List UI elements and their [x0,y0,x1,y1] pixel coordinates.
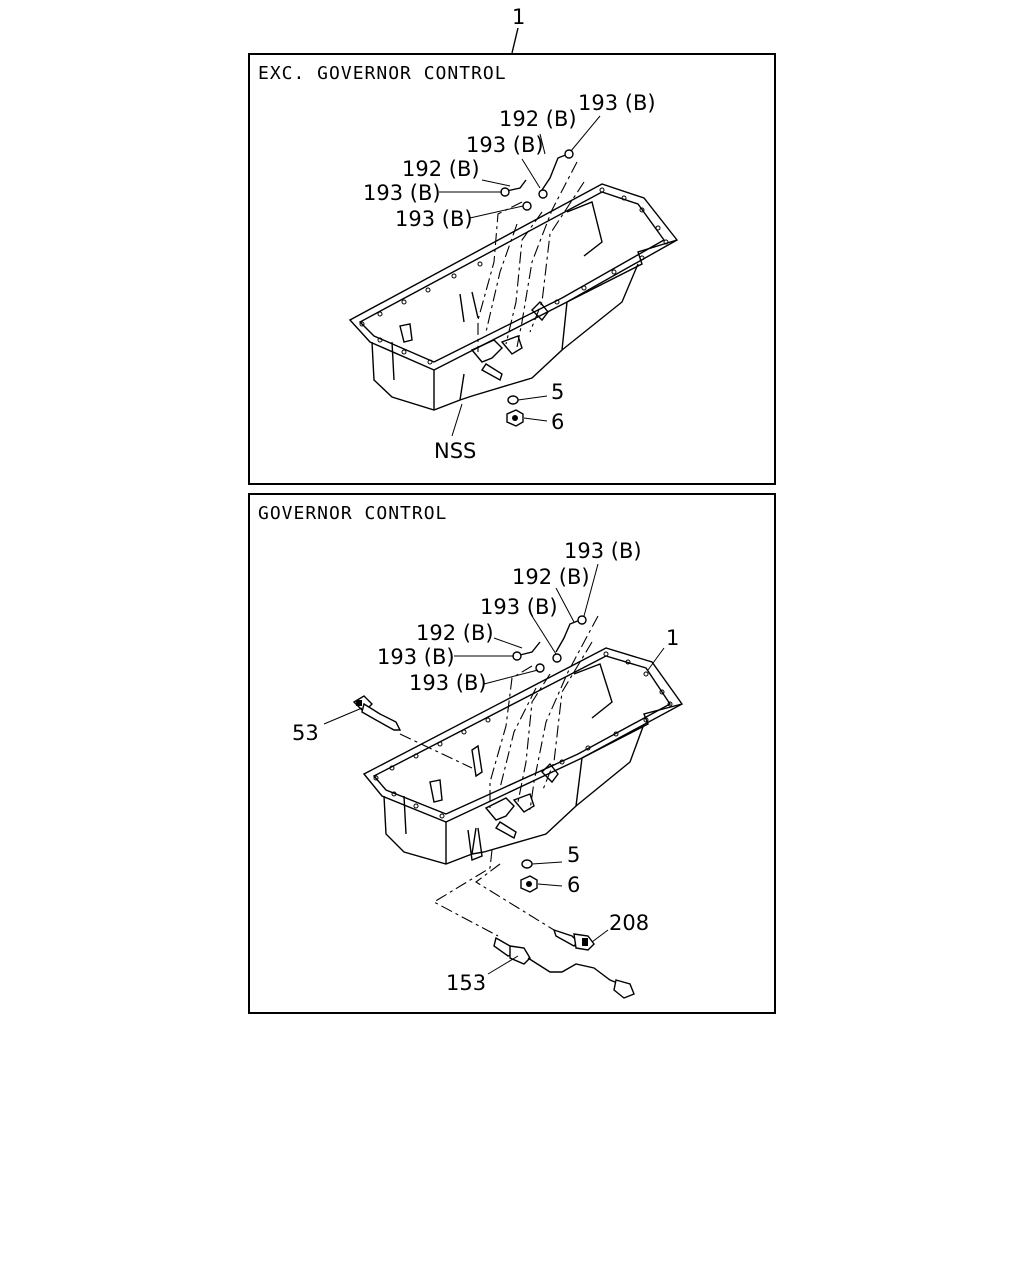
hose-upper-right [555,619,581,653]
callout-label: 5 [567,843,580,867]
callout-label: 192 (B) [512,565,590,589]
callout-label: 193 (B) [480,595,558,619]
panel-exc-governor-control: EXC. GOVERNOR CONTROL [248,53,776,485]
callout-label: 6 [567,873,580,897]
panel-governor-control: GOVERNOR CONTROL [248,493,776,1014]
callout-label: NSS [434,439,476,463]
callout-label: 193 (B) [564,539,642,563]
callout-label: 193 (B) [466,133,544,157]
leader-lines [323,563,665,975]
callout-label: 192 (B) [416,621,494,645]
sensor-208 [552,928,595,951]
callout-label: 193 (B) [377,645,455,669]
callout-label: 208 [609,911,649,935]
oil-pan-drawing: 193 (B) 192 (B) 193 (B) 192 (B) 193 (B) … [292,539,684,999]
assembly-callout-label: 1 [512,5,525,29]
hose-upper-right [541,153,569,191]
callout-label: 5 [551,380,564,404]
drain-plug [520,875,538,893]
panel-title: EXC. GOVERNOR CONTROL [258,63,507,84]
leader-lines [439,115,601,437]
oil-pan-drawing: 193 (B) 192 (B) 193 (B) 192 (B) 193 (B) … [348,91,679,463]
callout-label: 193 (B) [409,671,487,695]
callout-label: 193 (B) [395,207,473,231]
oil-pan [362,647,684,865]
callout-label: 153 [446,971,486,995]
oil-pan [348,183,679,411]
pipe-routes [477,161,585,353]
o-ring [521,859,533,869]
assembly-leader-line [511,27,519,54]
callout-label: 6 [551,410,564,434]
callout-label: 1 [666,626,679,650]
callout-label: 193 (B) [578,91,656,115]
hose-clamps [512,615,587,673]
o-ring [507,395,519,405]
drain-plug [506,409,524,427]
sensor-53 [352,695,402,731]
callout-label: 192 (B) [402,157,480,181]
pipe-routes [399,615,599,937]
callout-label: 193 (B) [363,181,441,205]
hose-clamps [500,149,574,211]
callout-label: 53 [292,721,319,745]
panel-title: GOVERNOR CONTROL [258,503,448,524]
sensor-153 [493,936,635,999]
callout-label: 192 (B) [499,107,577,131]
